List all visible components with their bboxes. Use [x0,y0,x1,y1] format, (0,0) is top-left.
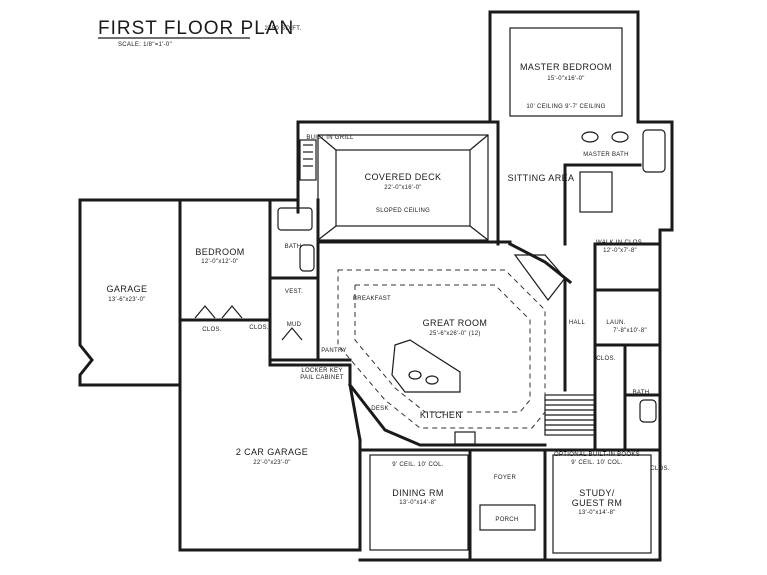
great-room-dims: 25'-6"x26'-0" (12) [429,331,480,337]
clos-small-label: CLOS. [249,325,269,331]
covered-deck-label: COVERED DECK [365,172,442,182]
dining-rm-dims: 13'-0"x14'-8" [399,500,436,506]
study-ceiling-note: 9' CEIL. 10' COL. [571,460,622,466]
plan-sqft: 2750 SQ.FT. [265,26,302,32]
garage-dims: 13'-6"x23'-0" [108,297,145,303]
staircase [544,394,596,436]
exterior-walls [78,10,674,562]
breakfast-label: BREAKFAST [353,296,391,302]
foyer-label: FOYER [494,475,517,481]
study-label: STUDY/ [579,488,615,498]
laun-dims: 7'-8"x10'-8" [613,328,647,334]
walk-in-closet-label: WALK IN CLOS. [596,240,644,246]
clos-hall-label: CLOS. [596,356,616,362]
bedroom-dims: 12'-0"x12'-0" [201,259,238,265]
study-dims: 13'-0"x14'-8" [578,510,615,516]
bath-upper-label: BATH [285,244,302,250]
great-room-label: GREAT ROOM [423,318,488,328]
covered-deck-ceiling: SLOPED CEILING [376,208,430,214]
vest-label: VEST. [285,289,303,295]
plan-title: FIRST FLOOR PLAN [98,18,294,39]
ceiling-soffits [337,241,573,447]
two-car-garage-dims: 22'-0"x23'-0" [253,460,290,466]
bedroom-label: BEDROOM [195,247,244,257]
garage-label: GARAGE [107,284,148,294]
walk-in-closet-dims: 12'-0"x7'-8" [603,248,637,254]
bath-lower-label: BATH [633,390,650,396]
master-bedroom-dims: 15'-0"x16'-0" [547,76,584,82]
study-label-2: GUEST RM [572,498,623,508]
master-bath-label: MASTER BATH [583,152,629,158]
title-block: FIRST FLOOR PLAN 2750 SQ.FT. SCALE: 1/8"… [98,18,302,48]
kitchen-label: KITCHEN [420,410,462,420]
dining-rm-label: DINING RM [392,488,444,498]
pantry-label: PANTRY [321,348,347,354]
locker-note-line1: LOCKER KEY [301,368,342,374]
hall-label: HALL [569,320,586,326]
master-bedroom-ceiling: 10' CEILING 9'-7' CEILING [526,104,605,110]
clos-garage-label: CLOS. [202,327,222,333]
clos-right-label: CLOS. [650,466,670,472]
plan-scale: SCALE: 1/8"=1'-0" [118,42,172,48]
study-builtin-note: OPTIONAL BUILT-IN BOOKS [554,452,640,458]
grill-label: BUILT IN GRILL [306,135,354,141]
master-bedroom-label: MASTER BEDROOM [520,62,612,72]
porch-label: PORCH [495,517,518,523]
desk-label: DESK [371,406,389,412]
room-labels: MASTER BEDROOM 15'-0"x16'-0" 10' CEILING… [107,62,670,523]
laun-label: LAUN. [606,320,625,326]
locker-note-line2: PAIL CABINET [300,375,344,381]
mud-label: MUD [287,322,302,328]
dining-ceiling-note: 9' CEIL. 10' COL. [392,462,443,468]
sitting-area-label: SITTING AREA [508,173,575,183]
two-car-garage-label: 2 CAR GARAGE [236,447,308,457]
covered-deck-dims: 22'-0"x16'-0" [384,185,421,191]
